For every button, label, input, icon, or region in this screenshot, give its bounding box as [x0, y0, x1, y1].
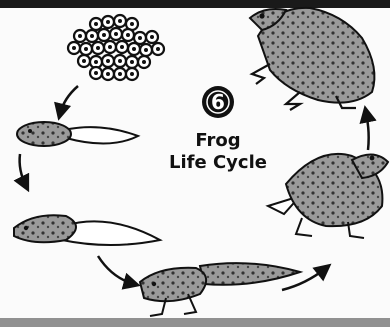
title-line-1: Frog	[168, 130, 268, 152]
arrow-eggs-to-hatchling	[60, 86, 78, 114]
hatchling-tadpole	[17, 122, 138, 146]
top-border	[0, 0, 390, 8]
froglet	[268, 154, 388, 238]
arrow-froglet-to-adult	[366, 112, 369, 150]
tadpole-with-legs	[140, 263, 300, 316]
badge-number: 6	[211, 90, 225, 114]
arrow-tadpole-to-legged-tadpole	[98, 256, 134, 284]
eggs-cluster	[68, 15, 164, 80]
arrow-hatchling-to-tadpole	[20, 154, 26, 186]
bottom-border	[0, 318, 390, 327]
stage-badge: 6	[202, 86, 234, 118]
title-line-2: Life Cycle	[168, 152, 268, 174]
adult-frog	[250, 8, 374, 110]
diagram-title: Frog Life Cycle	[168, 130, 268, 174]
tadpole	[14, 215, 160, 245]
